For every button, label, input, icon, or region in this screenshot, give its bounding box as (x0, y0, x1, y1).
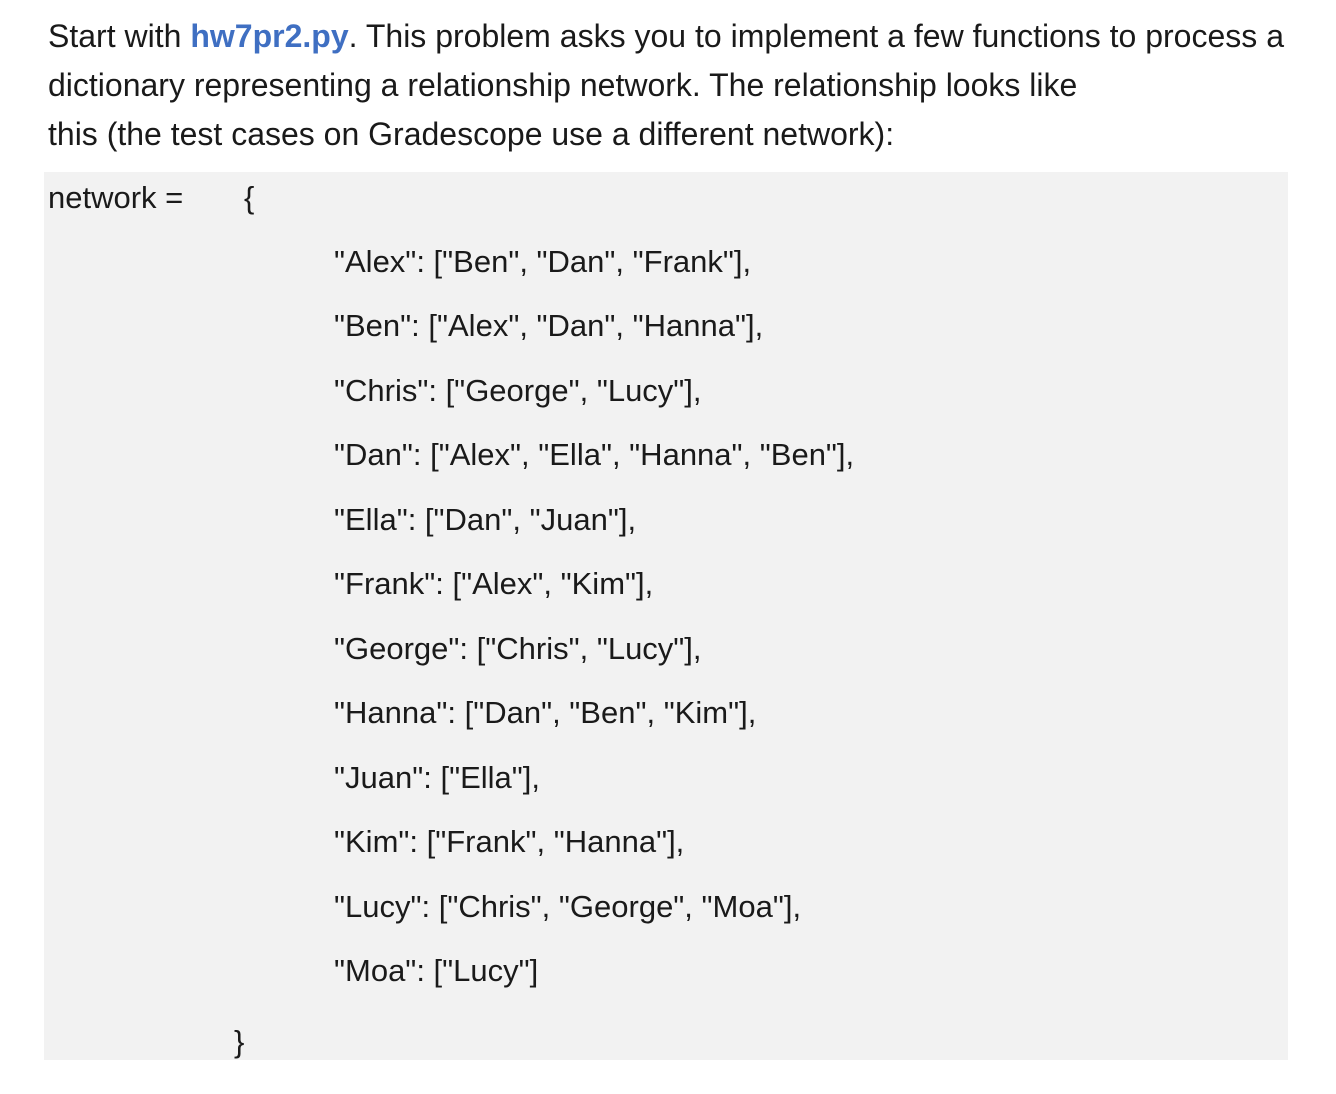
intro-last-line: this (the test cases on Gradescope use a… (48, 116, 895, 152)
network-entry: "Chris": ["George", "Lucy"], (334, 373, 702, 408)
network-entry: "Moa": ["Lucy"] (334, 953, 539, 988)
network-entry: "Ben": ["Alex", "Dan", "Hanna"], (334, 308, 764, 343)
network-entry: "Hanna": ["Dan", "Ben", "Kim"], (334, 695, 757, 730)
network-entry: "Juan": ["Ella"], (334, 760, 540, 795)
filename-link: hw7pr2.py (190, 18, 349, 54)
close-brace: } (234, 1024, 245, 1059)
network-entry: "Ella": ["Dan", "Juan"], (334, 502, 637, 537)
open-brace: { (244, 180, 255, 215)
intro-text: . This problem asks you to implement a f… (48, 18, 1285, 103)
network-entry: "Lucy": ["Chris", "George", "Moa"], (334, 889, 802, 924)
network-entry: "Dan": ["Alex", "Ella", "Hanna", "Ben"], (334, 437, 855, 472)
network-entry: "Frank": ["Alex", "Kim"], (334, 566, 654, 601)
network-entry: "George": ["Chris", "Lucy"], (334, 631, 702, 666)
network-entry: "Alex": ["Ben", "Dan", "Frank"], (334, 244, 752, 279)
network-entry: "Kim": ["Frank", "Hanna"], (334, 824, 685, 859)
intro-paragraph: Start with hw7pr2.py. This problem asks … (48, 12, 1284, 159)
network-code-block: network = { "Alex": ["Ben", "Dan", "Fran… (44, 172, 1288, 1060)
intro-prefix: Start with (48, 18, 191, 54)
network-assignment-label: network = (48, 180, 184, 215)
